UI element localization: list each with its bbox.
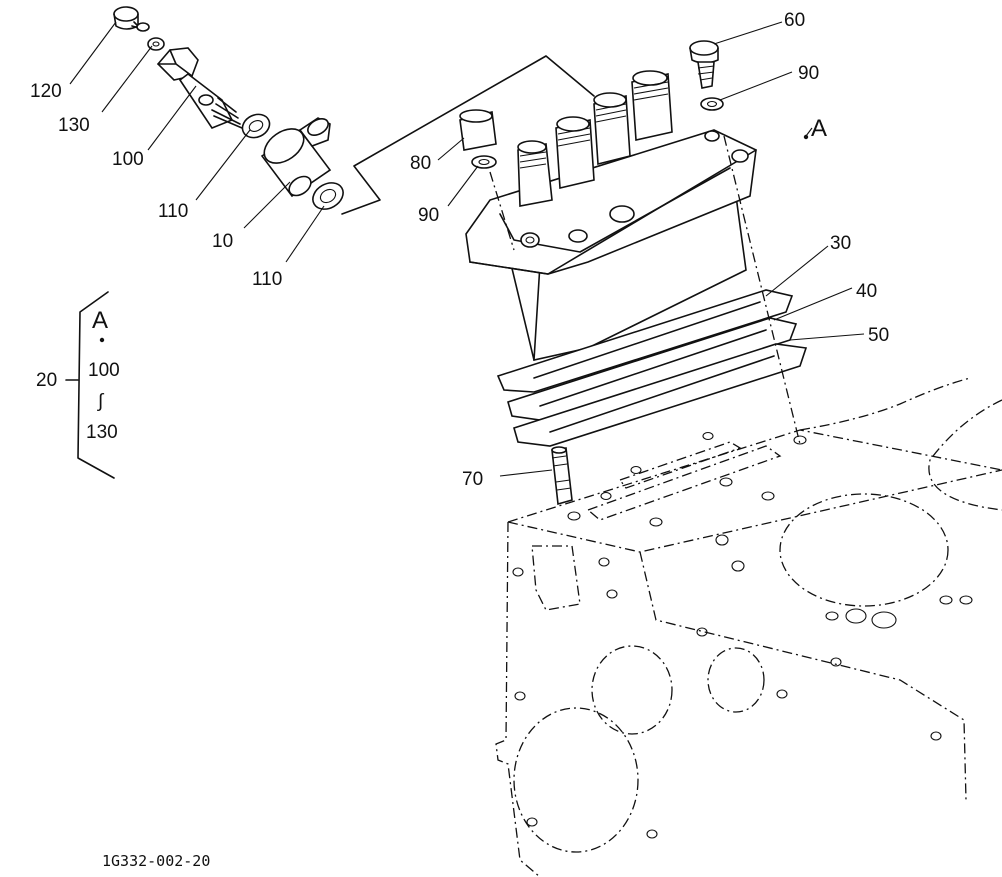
assembly-marker-a: A bbox=[92, 307, 109, 334]
banjo-bolt-assembly bbox=[113, 6, 595, 215]
callout-70: 70 bbox=[462, 469, 484, 490]
drawing-code: 1G332-002-20 bbox=[102, 852, 211, 870]
callout-90-left: 90 bbox=[418, 205, 440, 226]
banjo-fitting-10-shape bbox=[260, 117, 332, 198]
callout-120: 120 bbox=[30, 81, 62, 102]
stud-70-shape bbox=[551, 446, 573, 506]
callout-100: 100 bbox=[112, 149, 144, 170]
view-marker-a: A bbox=[811, 115, 828, 142]
callout-40: 40 bbox=[856, 281, 878, 302]
callout-10: 10 bbox=[212, 231, 234, 252]
gaskets bbox=[496, 289, 808, 447]
washer-130-shape bbox=[147, 37, 165, 51]
assembly-range-start: 100 bbox=[88, 360, 120, 381]
callout-90-right: 90 bbox=[798, 63, 820, 84]
callout-110-upper: 110 bbox=[158, 201, 189, 222]
callout-110-lower: 110 bbox=[252, 269, 283, 290]
callout-130: 130 bbox=[58, 115, 90, 136]
block-bolt-holes bbox=[512, 431, 973, 839]
assembly-range-end: 130 bbox=[86, 422, 118, 443]
assembly-range-symbol: ∫ bbox=[98, 391, 104, 412]
bolt-120-shape bbox=[113, 6, 150, 32]
injection-pump-shape bbox=[465, 70, 757, 361]
assembly-bracket bbox=[65, 134, 809, 479]
banjo-bolt-100-shape bbox=[156, 47, 243, 129]
pump-top-parts bbox=[459, 40, 724, 169]
leader-lines bbox=[69, 21, 865, 477]
alignment-lines bbox=[489, 135, 801, 445]
delivery-valve-holders bbox=[517, 70, 673, 207]
crankcase-shape bbox=[495, 377, 1002, 877]
callout-80: 80 bbox=[410, 153, 432, 174]
washer-110-lower-shape bbox=[312, 182, 344, 210]
assembly-number: 20 bbox=[36, 370, 58, 391]
callout-50: 50 bbox=[868, 325, 890, 346]
callout-60: 60 bbox=[784, 10, 806, 31]
callout-30: 30 bbox=[830, 233, 852, 254]
